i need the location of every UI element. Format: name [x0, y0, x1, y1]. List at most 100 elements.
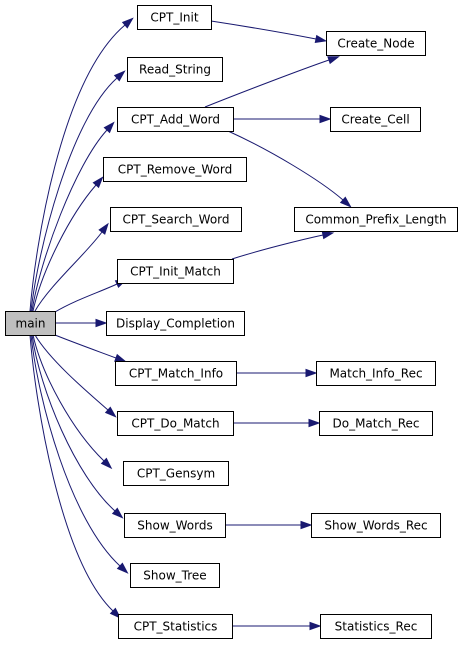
node-label: CPT_Statistics	[134, 620, 218, 634]
edge-cpt_add_word-to-common_prefix_length	[227, 130, 352, 208]
edge-cpt_statistics-to-statistics_rec	[232, 621, 322, 631]
node-box	[103, 157, 247, 182]
node-show-tree[interactable]: Show_Tree	[130, 563, 220, 588]
node-label: main	[16, 317, 46, 331]
node-box	[316, 361, 436, 386]
edge-cpt_init-to-create_node	[210, 20, 328, 43]
node-cpt-search-word[interactable]: CPT_Search_Word	[110, 207, 242, 232]
node-cpt-init-match[interactable]: CPT_Init_Match	[117, 259, 234, 284]
node-box	[123, 461, 229, 486]
node-cpt-do-match[interactable]: CPT_Do_Match	[117, 411, 234, 436]
node-statistics-rec[interactable]: Statistics_Rec	[320, 614, 432, 639]
node-box	[117, 107, 234, 132]
edge-cpt_match_info-to-match_info_rec	[236, 368, 318, 378]
edge-main-to-cpt_match_info	[54, 334, 127, 363]
edge-line	[29, 24, 126, 312]
edge-main-to-cpt_do_match	[34, 334, 117, 418]
call-graph-nodes: main CPT_InitRead_StringCPT_Add_WordCPT_R…	[5, 5, 458, 639]
edge-arrowhead	[339, 196, 352, 208]
edge-line	[32, 334, 105, 462]
edge-arrowhead	[92, 176, 104, 189]
node-display-completion[interactable]: Display_Completion	[106, 311, 245, 336]
edge-main-to-cpt_search_word	[34, 222, 109, 312]
node-label: CPT_Gensym	[137, 467, 215, 481]
edge-cpt_add_word-to-create_node	[204, 56, 340, 108]
node-do-match-rec[interactable]: Do_Match_Rec	[319, 411, 433, 436]
node-cpt-gensym[interactable]: CPT_Gensym	[123, 461, 229, 486]
edge-line	[30, 334, 121, 567]
node-cpt-statistics[interactable]: CPT_Statistics	[118, 614, 233, 639]
node-cpt-init[interactable]: CPT_Init	[137, 5, 212, 30]
edge-arrowhead	[327, 56, 340, 65]
node-label: Create_Node	[337, 37, 414, 51]
edge-main-to-cpt_statistics	[29, 334, 122, 619]
node-box	[115, 361, 237, 386]
node-box	[5, 311, 56, 336]
edge-arrowhead	[314, 34, 328, 43]
edge-cpt_do_match-to-do_match_rec	[233, 418, 321, 428]
edge-main-to-show_words	[31, 334, 124, 519]
node-box	[294, 207, 458, 232]
edge-arrowhead	[95, 318, 108, 328]
edge-arrowhead	[109, 607, 122, 619]
edge-line	[227, 130, 344, 201]
edge-cpt_init_match-to-common_prefix_length	[231, 231, 335, 260]
node-label: CPT_Init_Match	[130, 265, 221, 279]
node-label: Show_Words_Rec	[324, 519, 427, 533]
edge-arrowhead	[111, 507, 124, 519]
edge-main-to-display_completion	[55, 318, 108, 328]
edge-arrowhead	[103, 121, 115, 134]
node-label: Do_Match_Rec	[333, 417, 420, 431]
node-label: Statistics_Rec	[335, 620, 418, 634]
node-create-cell[interactable]: Create_Cell	[330, 107, 421, 132]
node-box	[326, 31, 426, 56]
node-label: CPT_Init	[150, 11, 198, 25]
node-cpt-add-word[interactable]: CPT_Add_Word	[117, 107, 234, 132]
node-label: Show_Words	[137, 519, 212, 533]
node-main[interactable]: main	[5, 311, 56, 336]
node-label: CPT_Add_Word	[131, 113, 220, 127]
edge-arrowhead	[300, 520, 313, 530]
edge-arrowhead	[309, 621, 322, 631]
edge-line	[54, 283, 118, 313]
edge-line	[31, 129, 108, 312]
edge-arrowhead	[308, 418, 321, 428]
node-box	[117, 411, 234, 436]
node-box	[118, 614, 233, 639]
edge-line	[31, 334, 116, 512]
node-box	[311, 513, 441, 538]
node-label: Match_Info_Rec	[329, 367, 422, 381]
edge-line	[30, 77, 118, 312]
edge-arrowhead	[305, 368, 318, 378]
node-box	[319, 411, 433, 436]
node-read-string[interactable]: Read_String	[127, 57, 223, 82]
edge-main-to-cpt_init_match	[54, 279, 128, 313]
edge-line	[32, 184, 97, 312]
node-show-words-rec[interactable]: Show_Words_Rec	[311, 513, 441, 538]
node-label: Display_Completion	[116, 317, 235, 331]
node-cpt-remove-word[interactable]: CPT_Remove_Word	[103, 157, 247, 182]
node-show-words[interactable]: Show_Words	[124, 513, 226, 538]
node-create-node[interactable]: Create_Node	[326, 31, 426, 56]
node-box	[330, 107, 421, 132]
edge-main-to-cpt_remove_word	[32, 176, 104, 312]
edge-line	[231, 234, 324, 260]
edge-main-to-show_tree	[30, 334, 129, 574]
edge-arrowhead	[116, 562, 129, 574]
edge-main-to-read_string	[30, 70, 126, 312]
node-match-info-rec[interactable]: Match_Info_Rec	[316, 361, 436, 386]
node-label: CPT_Remove_Word	[118, 163, 233, 177]
node-common-prefix-length[interactable]: Common_Prefix_Length	[294, 207, 458, 232]
node-box	[320, 614, 432, 639]
edge-arrowhead	[113, 70, 126, 82]
edge-line	[54, 334, 117, 359]
node-box	[106, 311, 245, 336]
node-cpt-match-info[interactable]: CPT_Match_Info	[115, 361, 237, 386]
edge-line	[34, 231, 103, 312]
edge-arrowhead	[114, 353, 127, 363]
edge-line	[29, 334, 114, 612]
node-box	[130, 563, 220, 588]
edge-main-to-cpt_add_word	[31, 121, 115, 312]
edge-line	[34, 334, 109, 411]
